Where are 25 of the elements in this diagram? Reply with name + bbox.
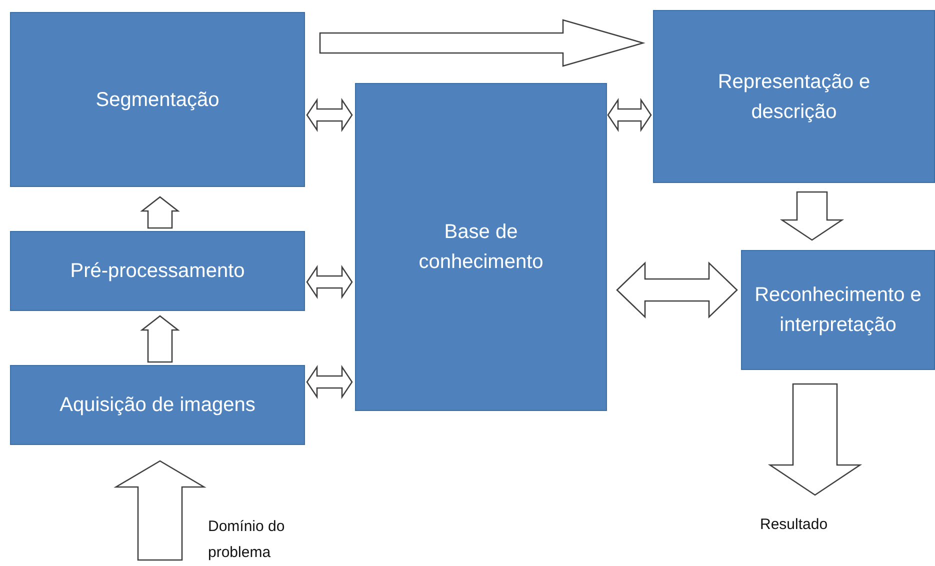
block-arrow (616, 261, 738, 319)
process-box (10, 231, 305, 311)
box-label: Aquisição de imagens (60, 393, 256, 418)
box-label: Base de conhecimento (418, 220, 544, 275)
process-box (10, 12, 305, 187)
block-arrow (140, 196, 180, 229)
box-label: Pré-processamento (70, 259, 245, 284)
box-label: Reconhecimento e interpretação (754, 283, 922, 338)
process-box (355, 83, 607, 411)
block-arrow (768, 383, 862, 496)
block-arrow (306, 364, 353, 400)
block-arrow (319, 19, 646, 67)
box-label: Representação e descrição (716, 70, 872, 124)
process-box (653, 10, 935, 183)
block-arrow (140, 315, 180, 363)
block-arrow (607, 98, 652, 132)
process-box (10, 365, 305, 445)
box-label: Segmentação (96, 88, 220, 112)
caption-text: Resultado (760, 515, 829, 535)
block-arrow (114, 460, 206, 561)
block-arrow (306, 264, 353, 300)
process-box (741, 250, 935, 370)
block-arrow (780, 191, 844, 241)
block-arrow (306, 98, 353, 132)
caption-text: Domínio do problema (208, 517, 286, 563)
